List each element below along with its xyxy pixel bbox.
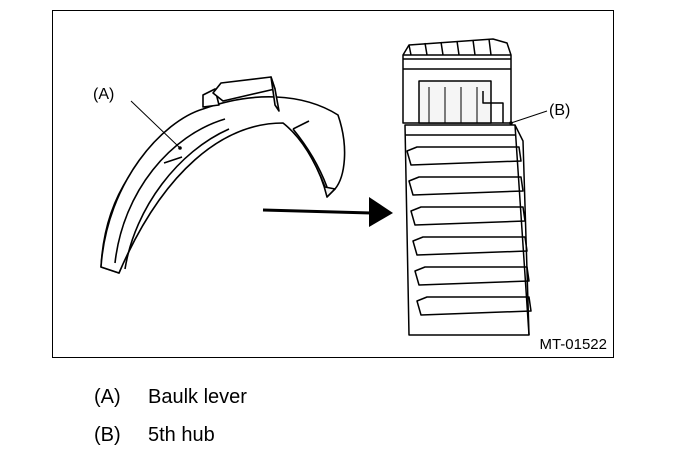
callout-b: (B) [509,102,570,125]
legend-item-b: (B) 5th hub [94,424,215,447]
legend-key-a: (A) [94,386,121,408]
figure-code: MT-01522 [539,336,607,353]
legend-text-b: 5th hub [148,424,215,446]
diagram-canvas: (A) (B) [93,38,570,336]
callout-b-label: (B) [549,102,570,119]
legend-key-b: (B) [94,424,121,446]
fifth-hub-drawing [402,38,532,336]
baulk-lever-drawing [100,76,346,274]
legend-text-a: Baulk lever [148,386,247,408]
direction-arrow [262,197,393,227]
figure-frame: (A) (B) MT-01522 [52,10,614,358]
legend-item-a: (A) Baulk lever [94,386,247,409]
callout-a: (A) [93,86,182,150]
callout-a-label: (A) [93,86,114,103]
